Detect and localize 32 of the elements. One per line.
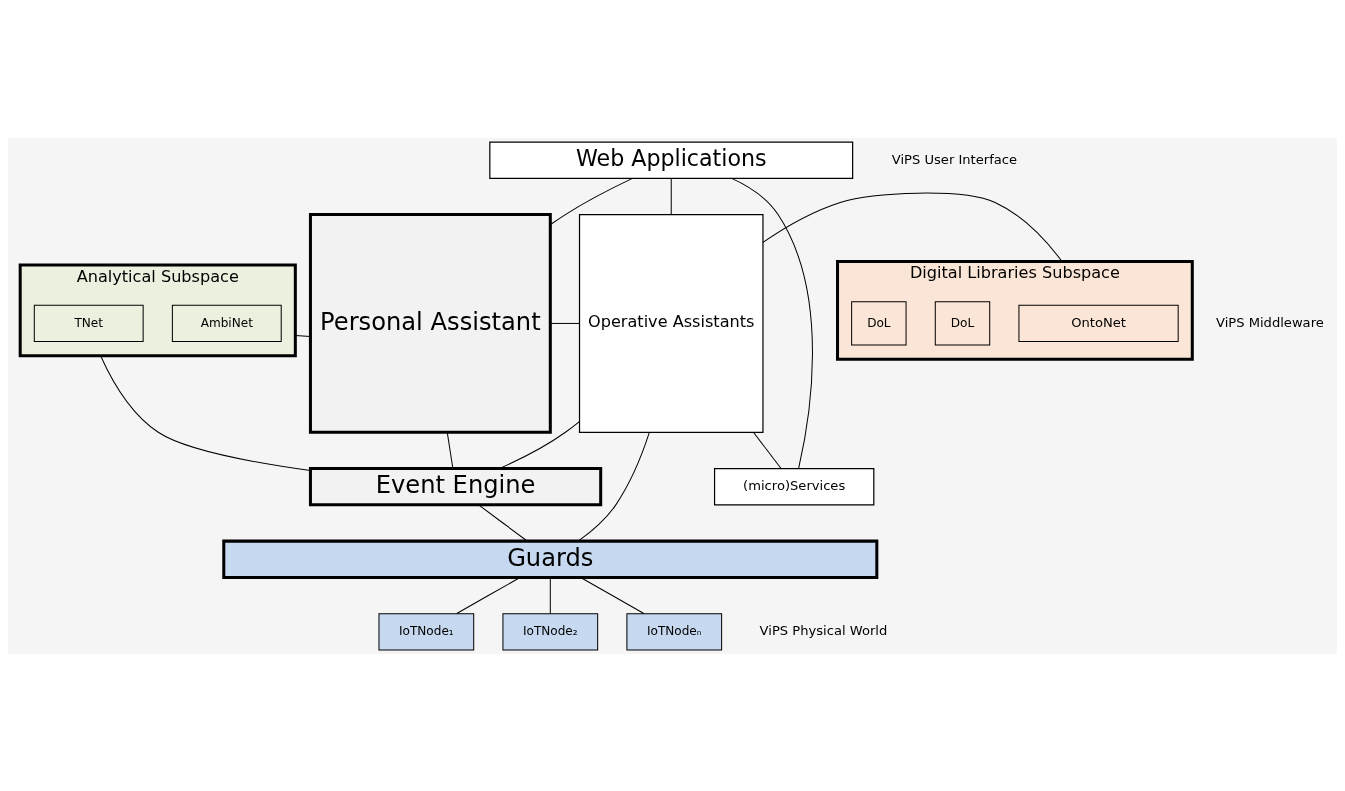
connector — [478, 504, 528, 542]
connector — [580, 576, 645, 614]
node-box: DoL — [934, 300, 991, 346]
connector — [456, 576, 521, 614]
label: ViPS Physical World — [759, 622, 888, 638]
connector — [753, 431, 782, 469]
node-box: OntoNet — [1018, 304, 1179, 342]
node-box: Personal Assistant — [308, 212, 552, 434]
connector — [549, 322, 580, 324]
node-box: IoTNode₁ — [378, 612, 475, 650]
connector — [577, 431, 650, 541]
node-box: Operative Assistants — [578, 213, 764, 433]
label: ViPS User Interface — [891, 151, 1018, 167]
connector — [294, 334, 311, 337]
node-box: IoTNode₂ — [502, 612, 599, 650]
node-box: AmbiNet — [171, 304, 282, 342]
connector — [446, 431, 454, 469]
connector — [731, 177, 813, 469]
node-box: Web Applications — [489, 140, 854, 179]
connector — [670, 177, 672, 215]
node-box: TNet — [33, 304, 144, 342]
node-box: Event Engine — [308, 466, 603, 506]
node-box: IoTNodeₙ — [626, 612, 723, 650]
connector — [549, 576, 551, 614]
connector — [550, 177, 633, 225]
node-box: DoL — [851, 300, 907, 346]
connector — [498, 420, 580, 469]
label: ViPS Middleware — [1215, 314, 1324, 330]
connector — [100, 354, 311, 471]
node-box: (micro)Services — [713, 467, 875, 505]
connector — [762, 192, 1063, 262]
node-box: Guards — [222, 539, 879, 579]
